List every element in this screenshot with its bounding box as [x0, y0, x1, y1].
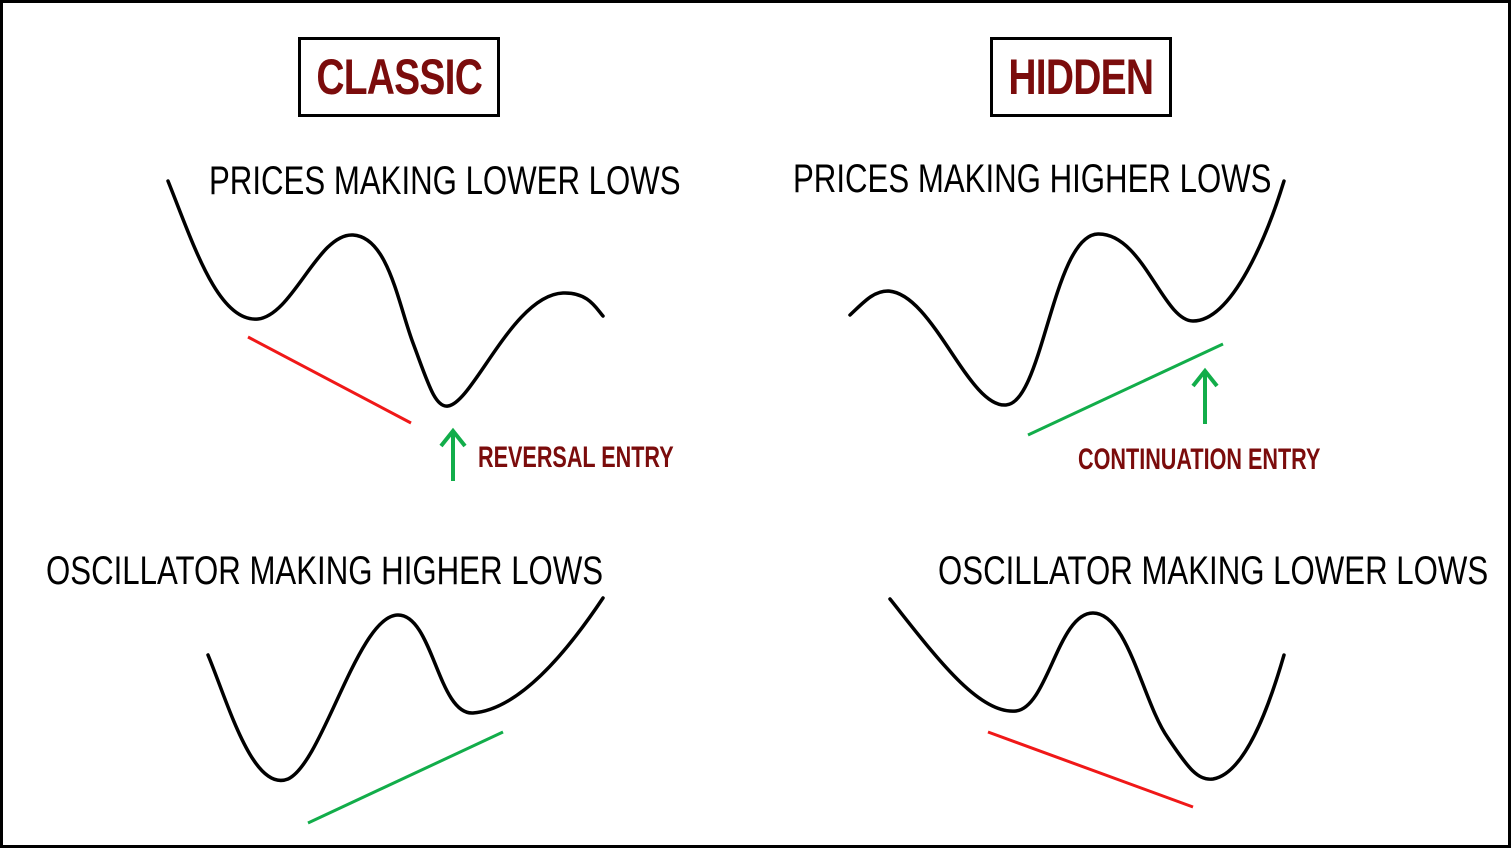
classic-oscillator-heading: OSCILLATOR MAKING HIGHER LOWS [46, 549, 604, 593]
hidden-price-heading: PRICES MAKING HIGHER LOWS [793, 157, 1272, 201]
classic-price-trendline [247, 335, 412, 425]
hidden-price-curve [848, 179, 1286, 407]
hidden-price-trendline [1027, 342, 1224, 437]
hidden-entry-label: CONTINUATION ENTRY [1078, 443, 1321, 476]
classic-oscillator-curve [206, 596, 605, 783]
classic-price-heading: PRICES MAKING LOWER LOWS [209, 159, 681, 203]
diagram-canvas [166, 179, 1286, 825]
hidden-oscillator-heading: OSCILLATOR MAKING LOWER LOWS [938, 549, 1489, 593]
hidden-oscillator-trendline [987, 730, 1194, 809]
hidden-title: HIDDEN [1008, 49, 1155, 105]
hidden-oscillator-curve [888, 597, 1286, 781]
classic-oscillator-trendline [307, 730, 504, 825]
hidden-entry-arrow-icon [1191, 367, 1219, 424]
hidden-title-box: HIDDEN [990, 37, 1172, 117]
classic-price-curve [166, 179, 605, 408]
classic-title-box: CLASSIC [298, 37, 500, 117]
classic-entry-label: REVERSAL ENTRY [478, 441, 674, 474]
classic-title: CLASSIC [316, 49, 483, 105]
classic-entry-arrow-icon [439, 427, 467, 481]
